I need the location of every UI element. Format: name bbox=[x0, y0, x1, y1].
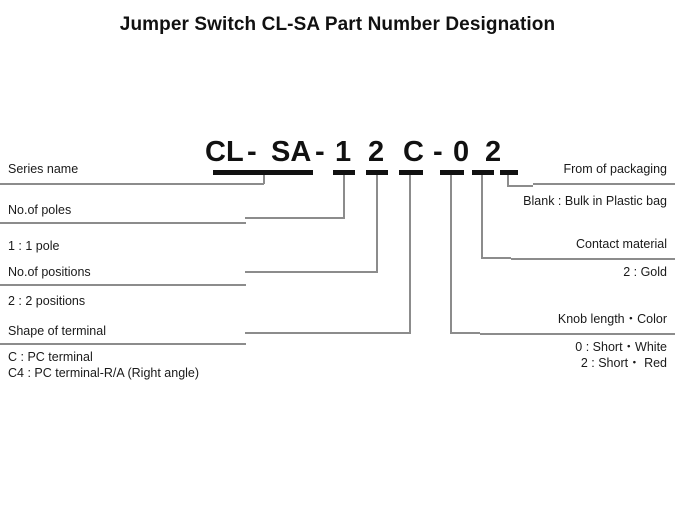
leader-contact-horizontal bbox=[481, 257, 511, 259]
leader-packaging-vertical bbox=[507, 175, 509, 186]
option-packaging-1: Blank : Bulk in Plastic bag bbox=[523, 194, 667, 208]
leader-contact-vertical bbox=[481, 175, 483, 258]
pn-separator-1: - bbox=[247, 136, 257, 168]
pn-segment-poles: 1 bbox=[335, 136, 352, 168]
pn-segment-series: CL bbox=[205, 136, 244, 168]
option-poles-1: 1 : 1 pole bbox=[8, 239, 60, 253]
leader-terminal-horizontal bbox=[245, 332, 411, 334]
underline-positions bbox=[366, 170, 388, 175]
underline-terminal bbox=[399, 170, 423, 175]
rule-series-name bbox=[0, 183, 264, 185]
label-shape-of-terminal: Shape of terminal bbox=[8, 324, 106, 338]
pn-separator-2: - bbox=[315, 136, 325, 168]
pn-segment-type: SA bbox=[271, 136, 312, 168]
leader-poles-horizontal bbox=[245, 217, 345, 219]
label-knob-length-color: Knob length・Color bbox=[557, 312, 667, 326]
pn-segment-positions: 2 bbox=[368, 136, 385, 168]
page-title: Jumper Switch CL-SA Part Number Designat… bbox=[119, 14, 556, 35]
rule-shape-of-terminal bbox=[0, 343, 246, 345]
part-number-string: CL - SA - 1 2 C - 0 2 bbox=[205, 136, 505, 168]
underline-packaging bbox=[500, 170, 518, 175]
label-no-of-positions: No.of positions bbox=[8, 265, 91, 279]
label-from-of-packaging: From of packaging bbox=[563, 162, 667, 176]
pn-segment-contact: 2 bbox=[485, 136, 502, 168]
pn-segment-terminal: C bbox=[403, 136, 424, 168]
leader-knob-horizontal bbox=[450, 332, 480, 334]
pn-separator-3: - bbox=[433, 136, 443, 168]
underline-contact bbox=[472, 170, 494, 175]
rule-no-of-positions bbox=[0, 284, 246, 286]
option-positions-1: 2 : 2 positions bbox=[8, 294, 86, 308]
leader-knob-vertical bbox=[450, 175, 452, 333]
leader-poles-vertical bbox=[343, 175, 345, 218]
leader-positions-horizontal bbox=[245, 271, 378, 273]
pn-segment-knob: 0 bbox=[453, 136, 470, 168]
option-terminal-2: C4 : PC terminal-R/A (Right angle) bbox=[8, 366, 200, 380]
rule-knob-length-color bbox=[480, 333, 675, 335]
leader-terminal-vertical bbox=[409, 175, 411, 333]
leader-series-vertical bbox=[263, 175, 265, 184]
rule-from-of-packaging bbox=[533, 183, 675, 185]
underline-poles bbox=[333, 170, 355, 175]
option-knob-1: 0 : Short・White bbox=[575, 340, 667, 354]
underline-knob bbox=[440, 170, 464, 175]
label-no-of-poles: No.of poles bbox=[8, 203, 72, 217]
underline-series bbox=[213, 170, 313, 175]
option-knob-2: 2 : Short・ Red bbox=[580, 356, 667, 370]
option-terminal-1: C : PC terminal bbox=[8, 350, 93, 364]
rule-no-of-poles bbox=[0, 222, 246, 224]
option-contact-1: 2 : Gold bbox=[623, 265, 667, 279]
label-contact-material: Contact material bbox=[575, 237, 667, 251]
leader-packaging-horizontal bbox=[507, 185, 533, 187]
leader-positions-vertical bbox=[376, 175, 378, 272]
rule-contact-material bbox=[511, 258, 675, 260]
label-series-name: Series name bbox=[8, 162, 79, 176]
